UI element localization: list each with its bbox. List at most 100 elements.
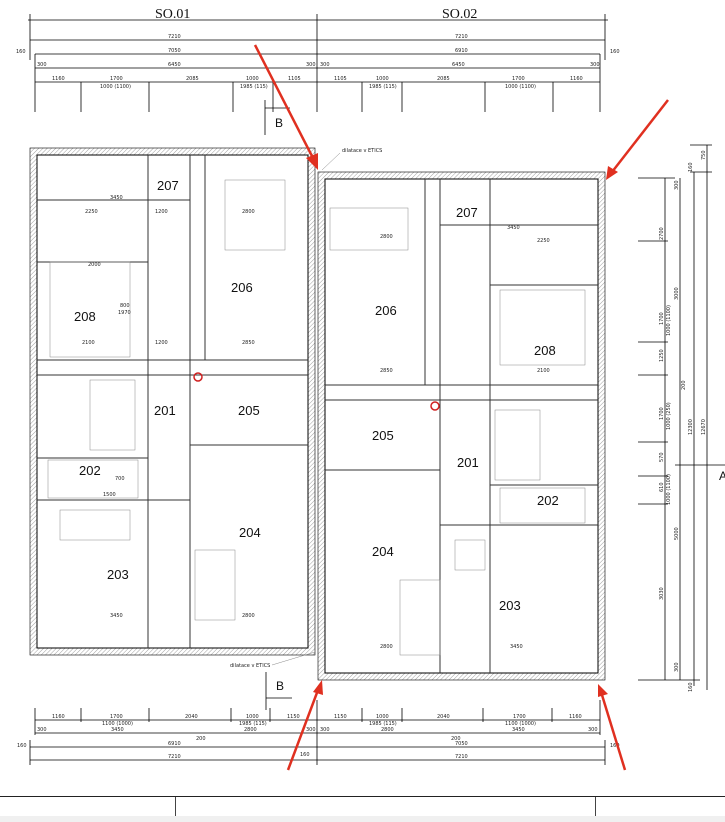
dim-label: 1700	[512, 76, 525, 82]
dim-label: 1000 (250)	[666, 402, 672, 430]
room-201-right: 201	[457, 455, 479, 470]
room-203-right: 203	[499, 598, 521, 613]
interior-dim: 1500	[103, 492, 116, 498]
room-207-right: 207	[456, 205, 478, 220]
section-label-a: A	[719, 469, 725, 483]
dim-label: 7210	[168, 754, 181, 760]
interior-dim: 2250	[85, 209, 98, 215]
dim-label: 2040	[437, 714, 450, 720]
dim-label: 2040	[185, 714, 198, 720]
dim-label: 7050	[455, 741, 468, 747]
dim-label: 6450	[452, 62, 465, 68]
red-arrow-icon	[600, 694, 627, 771]
arrowhead-icon	[313, 680, 323, 695]
red-arrow-icon	[611, 99, 669, 173]
interior-dim: 3450	[507, 225, 520, 231]
dim-label: 1700	[110, 76, 123, 82]
dilatation-note-top: dilatace v ETICS	[342, 148, 382, 154]
dim-label: 1000	[376, 714, 389, 720]
dim-label: 1160	[569, 714, 582, 720]
dim-label: 1250	[659, 349, 665, 362]
dim-label: 1000 (1100)	[666, 474, 672, 505]
dim-label: 3000	[674, 287, 680, 300]
dim-label: 1700	[659, 407, 665, 420]
dim-label: 1985 (115)	[369, 84, 397, 90]
dim-label: 1150	[334, 714, 347, 720]
building-title-so02: SO.02	[442, 7, 477, 22]
section-marker-b-top	[264, 100, 290, 135]
red-arrow-icon	[253, 44, 316, 161]
room-202-right: 202	[537, 493, 559, 508]
dim-label: 7210	[455, 34, 468, 40]
dim-label: 1150	[287, 714, 300, 720]
title-block-divider	[175, 797, 176, 817]
dim-label: 750	[701, 150, 707, 160]
dim-label: 300	[306, 727, 316, 733]
room-203-left: 203	[107, 567, 129, 582]
interior-dim: 700	[115, 476, 125, 482]
interior-dim: 3450	[110, 195, 123, 201]
dim-label: 300	[590, 62, 600, 68]
room-206-left: 206	[231, 280, 253, 295]
title-block-divider	[595, 797, 596, 817]
red-arrow-icon	[286, 689, 320, 771]
dim-label: 160	[688, 682, 694, 692]
interior-dim: 2250	[537, 238, 550, 244]
dim-label: 1100 (1000)	[102, 721, 133, 727]
dim-label: 200	[451, 736, 461, 742]
interior-dim: 2850	[380, 368, 393, 374]
dim-label: 2800	[381, 727, 394, 733]
section-label: B	[275, 116, 283, 130]
dim-label: 1160	[52, 76, 65, 82]
dim-label: 300	[320, 62, 330, 68]
dim-label: 12300	[688, 419, 694, 435]
dim-label: 1000 (1100)	[505, 84, 536, 90]
room-205-right: 205	[372, 428, 394, 443]
dim-label: 160	[610, 743, 620, 749]
section-label: B	[276, 679, 284, 693]
interior-dim: 3450	[110, 613, 123, 619]
dim-label: 1160	[52, 714, 65, 720]
dim-label: 2085	[186, 76, 199, 82]
dim-label: 2700	[659, 227, 665, 240]
interior-dim: 2000	[88, 262, 101, 268]
dim-label: 300	[306, 62, 316, 68]
dim-label: 7210	[455, 754, 468, 760]
dim-label: 1700	[110, 714, 123, 720]
room-204-right: 204	[372, 544, 394, 559]
room-208-right: 208	[534, 343, 556, 358]
dim-label: 1985 (115)	[369, 721, 397, 727]
room-201-left: 201	[154, 403, 176, 418]
dim-label: 12670	[701, 419, 707, 435]
room-205-left: 205	[238, 403, 260, 418]
dim-label: 6450	[168, 62, 181, 68]
bottom-dimensions	[29, 700, 606, 765]
dim-label: 160	[300, 752, 310, 758]
dim-label: 160	[17, 743, 27, 749]
dim-label: 1700	[513, 714, 526, 720]
dim-label: 1700	[659, 312, 665, 325]
dim-label: 610	[659, 482, 665, 492]
dim-label: 300	[674, 662, 680, 672]
dim-label: 300	[37, 727, 47, 733]
dim-label: 3030	[659, 587, 665, 600]
interior-dim: 1200	[155, 209, 168, 215]
dim-label: 1160	[570, 76, 583, 82]
section-marker-b-bottom	[265, 672, 292, 710]
dim-label: 2085	[437, 76, 450, 82]
dim-label: 160	[16, 49, 26, 55]
building-so01-plan	[29, 147, 316, 656]
dilatation-note-bottom: dilatace v ETICS	[230, 663, 270, 669]
title-block-strip	[0, 796, 725, 818]
interior-dim: 1200	[155, 340, 168, 346]
room-206-right: 206	[375, 303, 397, 318]
dim-label: 1000 (1100)	[666, 305, 672, 336]
interior-dim: 3450	[510, 644, 523, 650]
dim-label: 570	[659, 452, 665, 462]
interior-dim: 2800	[242, 613, 255, 619]
interior-dim: 2800	[242, 209, 255, 215]
dim-label: 160	[610, 49, 620, 55]
building-title-so01: SO.01	[155, 7, 190, 22]
room-202-left: 202	[79, 463, 101, 478]
